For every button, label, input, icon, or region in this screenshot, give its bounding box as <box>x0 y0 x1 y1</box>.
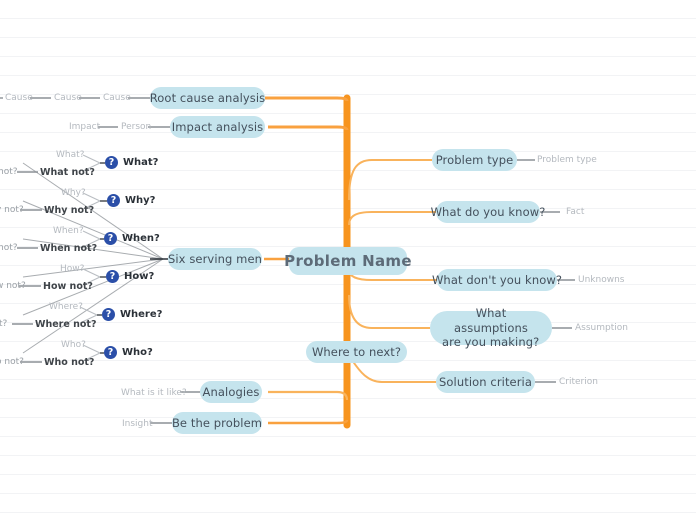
node-where-to-next[interactable]: Where to next? <box>306 341 407 363</box>
node-root-cause-analysis[interactable]: Root cause analysis <box>150 87 265 109</box>
edge-q-how-a <box>82 268 101 278</box>
node-what-dont-you-know[interactable]: What don't you know? <box>432 269 562 291</box>
tag-fact: Fact <box>566 207 585 217</box>
question-icon: ? <box>107 194 120 207</box>
faint-label-what: What? <box>56 150 85 160</box>
tag-cause-3: Cause <box>5 93 33 103</box>
edge-q-what-a <box>82 154 101 164</box>
dark-label-when-not: When not? <box>40 243 98 254</box>
clipped-label-how-not: w not? <box>0 281 26 291</box>
dark-label-how-not: How not? <box>43 281 93 292</box>
faint-label-where: Where? <box>49 302 83 312</box>
question-row-when[interactable]: ? When? <box>104 232 160 245</box>
trunk-hook-analogies <box>268 419 349 425</box>
branch-what-you-know <box>348 211 436 226</box>
dark-label-what-not: What not? <box>40 167 95 178</box>
node-what-assumptions[interactable]: What assumptions are you making? <box>430 306 552 349</box>
branch-solution-criteria <box>351 359 436 383</box>
node-what-do-you-know[interactable]: What do you know? <box>431 201 545 223</box>
question-icon: ? <box>102 308 115 321</box>
node-problem-type[interactable]: Problem type <box>432 149 517 171</box>
question-row-why[interactable]: ? Why? <box>107 194 155 207</box>
tag-person: Person <box>121 122 152 132</box>
faint-label-why: Why? <box>61 188 86 198</box>
question-icon: ? <box>104 232 117 245</box>
question-icon: ? <box>106 270 119 283</box>
question-icon: ? <box>105 156 118 169</box>
branch-assumptions <box>348 294 430 329</box>
node-root-cause-analysis-label: Root cause analysis <box>149 90 266 105</box>
tag-assumption: Assumption <box>575 323 628 333</box>
question-row-what[interactable]: ? What? <box>105 156 158 169</box>
edge-q-when-a <box>82 230 101 240</box>
tag-unknowns: Unknowns <box>578 275 625 285</box>
node-what-assumptions-label-line1: What assumptions <box>454 306 528 335</box>
clipped-label-where-not: t? <box>0 319 8 329</box>
faint-label-who: Who? <box>61 340 86 350</box>
node-analogies-label: Analogies <box>202 384 260 399</box>
node-problem-type-label: Problem type <box>435 152 514 167</box>
clipped-label-why-not: y not? <box>0 205 24 215</box>
node-be-the-problem-label: Be the problem <box>171 415 263 430</box>
root-node[interactable]: Problem Name <box>284 247 412 275</box>
question-icon: ? <box>104 346 117 359</box>
tag-impact: Impact <box>69 122 101 132</box>
trunk-hook-root-cause <box>265 96 349 102</box>
node-impact-analysis[interactable]: Impact analysis <box>170 116 265 138</box>
question-label-why: Why? <box>125 195 156 206</box>
node-solution-criteria[interactable]: Solution criteria <box>436 371 535 393</box>
node-six-serving-men[interactable]: Six serving men <box>168 248 262 270</box>
tag-cause-2: Cause <box>54 93 82 103</box>
node-what-dont-you-know-label: What don't you know? <box>431 272 563 287</box>
node-analogies[interactable]: Analogies <box>200 381 262 403</box>
question-row-where[interactable]: ? Where? <box>102 308 162 321</box>
trunk-hook-be-problem <box>268 390 349 401</box>
tag-what-is-it-like: What is it like? <box>121 388 187 398</box>
node-six-serving-men-label: Six serving men <box>167 251 263 266</box>
tag-insight: Insight <box>122 419 153 429</box>
node-where-to-next-label: Where to next? <box>311 344 402 359</box>
faint-label-how: How? <box>60 264 85 274</box>
question-row-who[interactable]: ? Who? <box>104 346 153 359</box>
tag-cause-1: Cause <box>103 93 131 103</box>
tag-problem-type: Problem type <box>537 155 597 165</box>
node-what-assumptions-label-line2: are you making? <box>442 335 540 350</box>
node-solution-criteria-label: Solution criteria <box>439 374 533 389</box>
trunk-hook-impact <box>268 125 349 131</box>
clipped-label-what-not: not? <box>0 167 18 177</box>
node-be-the-problem[interactable]: Be the problem <box>172 412 262 434</box>
tag-criterion: Criterion <box>559 377 598 387</box>
question-label-who: Who? <box>122 347 153 358</box>
faint-label-when: When? <box>53 226 84 236</box>
question-label-how: How? <box>124 271 155 282</box>
clipped-label-when-not: not? <box>0 243 18 253</box>
root-node-label: Problem Name <box>284 251 412 270</box>
node-impact-analysis-label: Impact analysis <box>171 119 264 134</box>
clipped-label-who-not: o not? <box>0 357 24 367</box>
dark-label-why-not: Why not? <box>44 205 95 216</box>
branch-problem-type <box>348 159 432 201</box>
dark-label-where-not: Where not? <box>35 319 97 330</box>
question-row-how[interactable]: ? How? <box>106 270 154 283</box>
question-label-when: When? <box>122 233 160 244</box>
node-what-do-you-know-label: What do you know? <box>430 204 546 219</box>
question-label-where: Where? <box>120 309 163 320</box>
dark-label-who-not: Who not? <box>44 357 95 368</box>
question-label-what: What? <box>123 157 159 168</box>
